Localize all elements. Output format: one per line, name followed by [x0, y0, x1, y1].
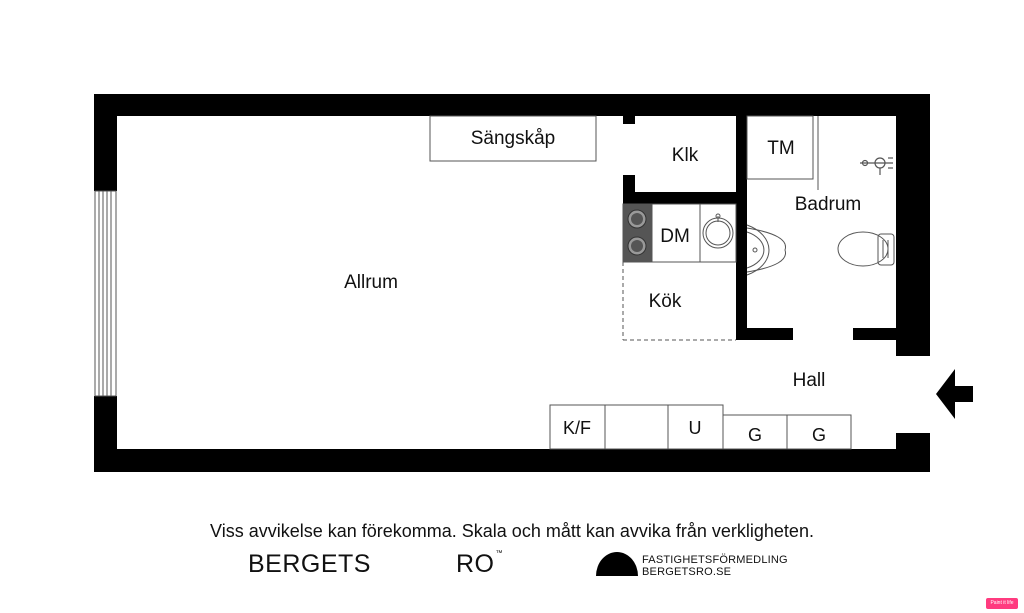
brand-tagline: FASTIGHETSFÖRMEDLING BERGETSRO.SE: [642, 554, 788, 578]
room-label-tm: TM: [767, 138, 794, 159]
brand-name-left: BERGETS: [248, 550, 371, 578]
interior-walls: [623, 116, 896, 340]
shower-area: [746, 115, 819, 190]
fixture-label-g2: G: [812, 425, 826, 445]
room-label-klk: Klk: [672, 145, 699, 166]
wardrobe: [429, 115, 597, 162]
brand-logo-icon: [596, 552, 638, 576]
kitchen-sink-icon: [702, 213, 734, 249]
disclaimer-text: Viss avvikelse kan förekomma. Skala och …: [210, 521, 814, 541]
room-label-kok: Kök: [649, 291, 682, 312]
shower-icon: [860, 157, 893, 175]
brand-ro-text: RO: [456, 550, 495, 578]
tagline-text: FASTIGHETSFÖRMEDLING: [642, 554, 788, 566]
hall-cabinets: [549, 404, 852, 450]
room-label-hall: Hall: [793, 370, 826, 391]
toilet-icon: [837, 231, 895, 267]
room-label-allrum: Allrum: [344, 272, 398, 293]
window: [94, 190, 117, 397]
corner-badge: Paint it life: [986, 598, 1018, 609]
brand-name-right: RO™: [456, 550, 503, 579]
stove-icon: [623, 204, 652, 262]
outer-walls: [94, 94, 930, 472]
kitchen-outline: [622, 203, 737, 341]
room-label-badrum: Badrum: [795, 194, 862, 215]
fixture-label-u: U: [689, 418, 702, 438]
fixture-label-kf: K/F: [563, 418, 591, 438]
website-link[interactable]: BERGETSRO.SE: [642, 566, 732, 578]
room-label-sangskap: Sängskåp: [471, 128, 556, 149]
washbasin-icon: [746, 224, 786, 276]
trademark-mark: ™: [495, 550, 503, 557]
fixture-label-g1: G: [748, 425, 762, 445]
room-label-dm: DM: [660, 226, 690, 247]
entrance-arrow-icon: [936, 369, 973, 419]
